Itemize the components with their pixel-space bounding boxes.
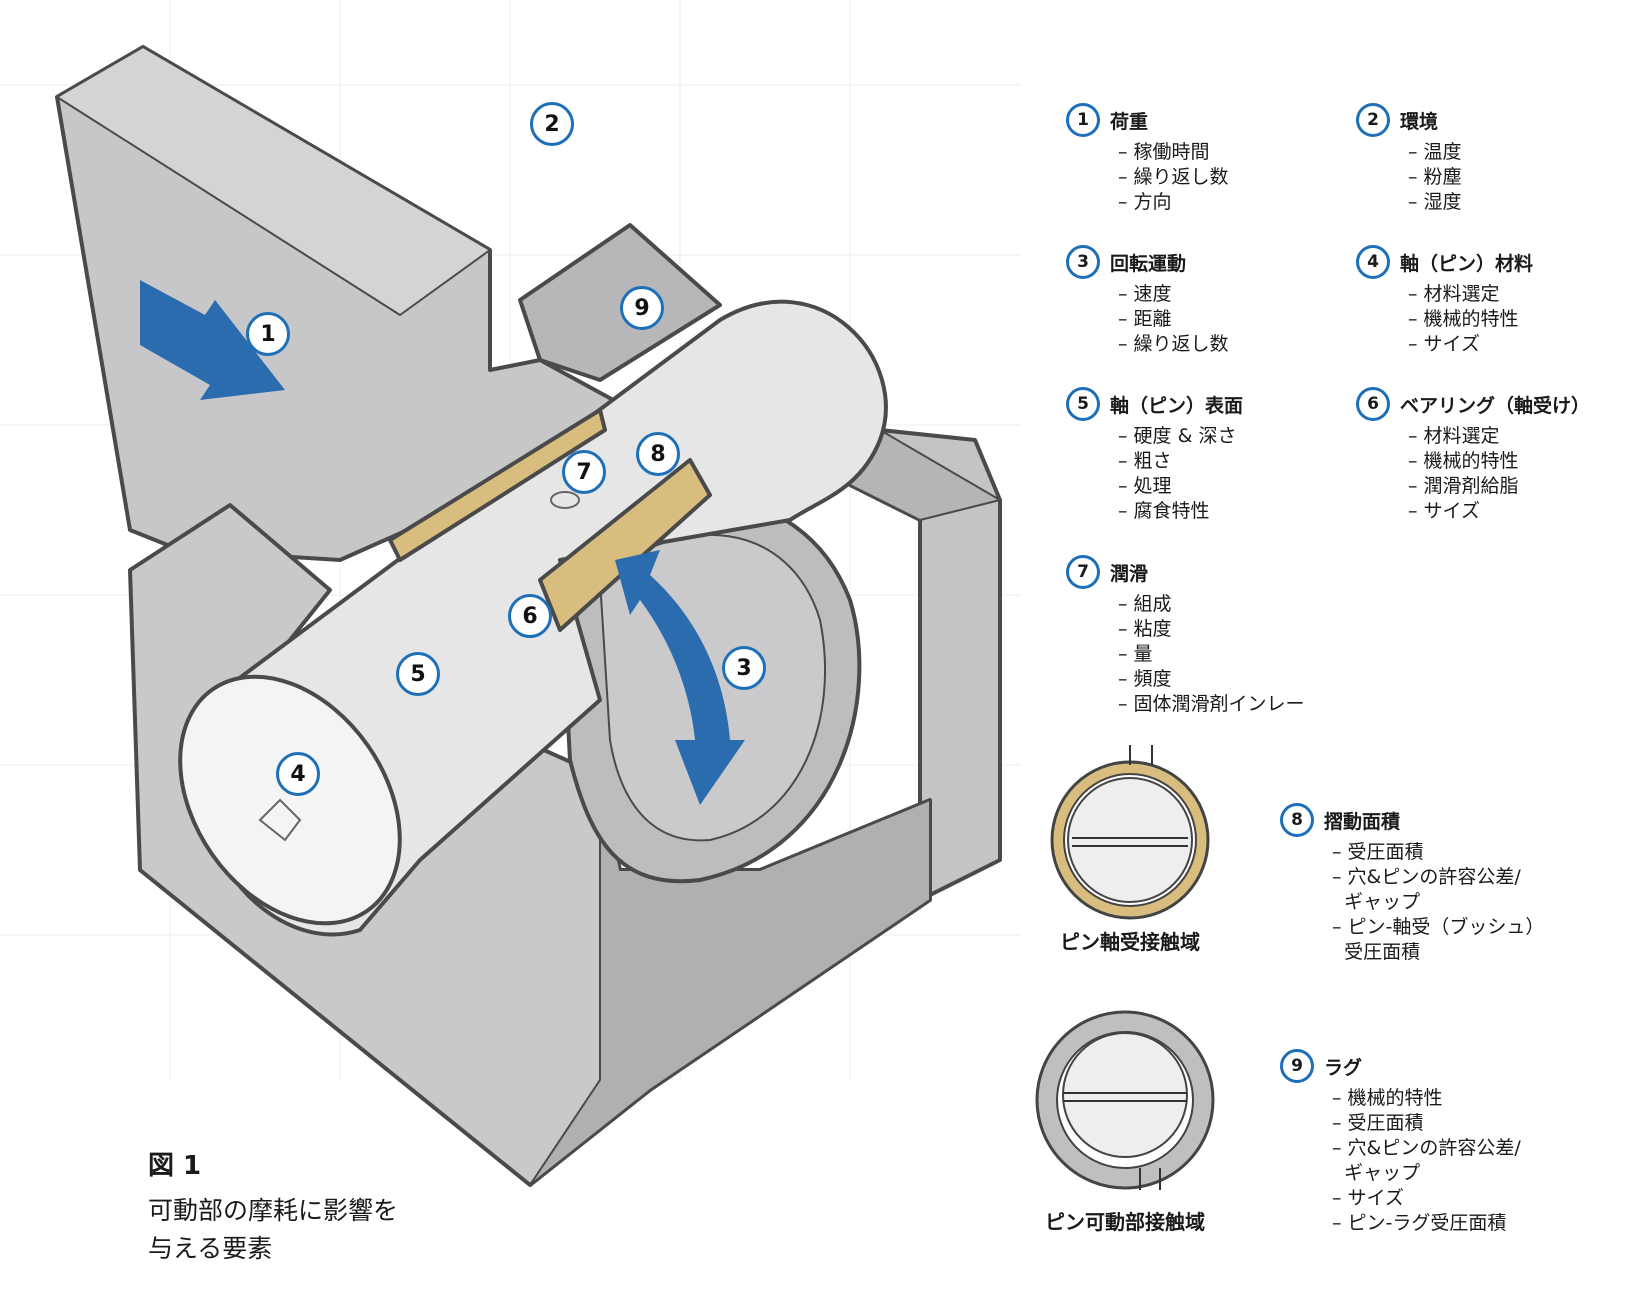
legend-detail: 潤滑剤給脂 [1408, 474, 1590, 499]
legend-detail: 組成 [1118, 592, 1305, 617]
legend-detail: 材料選定 [1408, 424, 1590, 449]
legend-detail: ピン-ラグ受圧面積 [1332, 1211, 1521, 1236]
legend-item-4: 4 軸（ピン）材料 材料選定機械的特性サイズ [1356, 242, 1533, 357]
legend-detail: 方向 [1118, 190, 1229, 215]
legend-item-5: 5 軸（ピン）表面 硬度 & 深さ粗さ処理腐食特性 [1066, 384, 1243, 524]
legend-detail: 稼働時間 [1118, 140, 1229, 165]
legend-detail: 受圧面積 [1332, 1111, 1521, 1136]
legend-title: 軸（ピン）材料 [1400, 252, 1534, 275]
legend-detail: 繰り返し数 [1118, 332, 1229, 357]
legend-detail: サイズ [1332, 1186, 1521, 1211]
marker-2: 2 [530, 102, 574, 146]
legend-number: 9 [1280, 1049, 1314, 1083]
legend-title: 摺動面積 [1324, 810, 1401, 833]
legend-title: 回転運動 [1110, 252, 1187, 275]
legend-detail: 距離 [1118, 307, 1229, 332]
legend-number: 8 [1280, 803, 1314, 837]
legend-detail: 湿度 [1408, 190, 1462, 215]
legend-detail: 処理 [1118, 474, 1243, 499]
legend-detail: 頻度 [1118, 667, 1305, 692]
legend-item-1: 1 荷重 稼働時間繰り返し数方向 [1066, 100, 1229, 215]
lug-contact-diagram [1035, 1010, 1215, 1190]
right-housing [818, 428, 1002, 902]
marker-4: 4 [276, 752, 320, 796]
legend-number: 2 [1356, 103, 1390, 137]
legend-detail: 温度 [1408, 140, 1462, 165]
bearing-contact-caption: ピン軸受接触域 [1060, 930, 1200, 954]
legend-detail: ピン-軸受（ブッシュ） [1332, 915, 1545, 940]
lug-contact-caption: ピン可動部接触域 [1045, 1210, 1205, 1234]
marker-7: 7 [562, 450, 606, 494]
marker-9: 9 [620, 286, 664, 330]
legend-detail: 粘度 [1118, 617, 1305, 642]
legend-detail: ギャップ [1344, 1162, 1421, 1184]
legend-number: 7 [1066, 555, 1100, 589]
legend-detail: 腐食特性 [1118, 499, 1243, 524]
marker-3: 3 [722, 646, 766, 690]
legend-detail: 粗さ [1118, 449, 1243, 474]
legend-detail: 機械的特性 [1332, 1086, 1521, 1111]
legend-detail: 速度 [1118, 282, 1229, 307]
legend-detail: 穴&ピンの許容公差/ [1332, 865, 1544, 890]
bearing-contact-diagram [1050, 745, 1210, 920]
pin-end-face [178, 674, 402, 926]
legend-number: 4 [1356, 245, 1390, 279]
legend-number: 3 [1066, 245, 1100, 279]
legend-detail: 機械的特性 [1408, 449, 1590, 474]
load-arrow [140, 280, 285, 400]
legend-item-7: 7 潤滑 組成粘度量頻度固体潤滑剤インレー [1066, 552, 1305, 717]
rotation-arrow [615, 550, 745, 805]
legend-item-2: 2 環境 温度粉塵湿度 [1356, 100, 1462, 215]
marker-1: 1 [246, 312, 290, 356]
legend-detail: 材料選定 [1408, 282, 1533, 307]
marker-5: 5 [396, 652, 440, 696]
legend-detail: ギャップ [1344, 891, 1421, 913]
legend-detail: 受圧面積 [1344, 941, 1421, 963]
legend-number: 5 [1066, 387, 1100, 421]
legend-item-9: 9 ラグ 機械的特性受圧面積穴&ピンの許容公差/ギャップサイズピン-ラグ受圧面積 [1280, 1046, 1521, 1236]
legend-detail: サイズ [1408, 499, 1590, 524]
legend-detail: 機械的特性 [1408, 307, 1533, 332]
legend-detail: 硬度 & 深さ [1118, 424, 1243, 449]
legend-detail: サイズ [1408, 332, 1533, 357]
bushing-strip-upper [388, 408, 607, 562]
figure-title: 図 1 [148, 1151, 202, 1181]
legend-title: 潤滑 [1110, 562, 1149, 585]
legend-title: ラグ [1324, 1056, 1363, 1079]
legend-item-3: 3 回転運動 速度距離繰り返し数 [1066, 242, 1229, 357]
legend-detail: 固体潤滑剤インレー [1118, 692, 1305, 717]
marker-6: 6 [508, 594, 552, 638]
legend-title: ベアリング（軸受け） [1400, 394, 1591, 417]
legend-title: 環境 [1400, 110, 1439, 133]
legend-item-6: 6 ベアリング（軸受け） 材料選定機械的特性潤滑剤給脂サイズ [1356, 384, 1590, 524]
legend-title: 荷重 [1110, 110, 1149, 133]
legend-number: 1 [1066, 103, 1100, 137]
legend-detail: 量 [1118, 642, 1305, 667]
bushing-strip-lower [538, 458, 712, 632]
figure-subtitle: 可動部の摩耗に影響を与える要素 [148, 1196, 399, 1263]
legend-detail: 受圧面積 [1332, 840, 1544, 865]
legend-detail: 粉塵 [1408, 165, 1462, 190]
marker-8: 8 [636, 432, 680, 476]
legend-number: 6 [1356, 387, 1390, 421]
legend-detail: 繰り返し数 [1118, 165, 1229, 190]
legend-detail: 穴&ピンの許容公差/ [1332, 1136, 1521, 1161]
legend-title: 軸（ピン）表面 [1110, 394, 1244, 417]
